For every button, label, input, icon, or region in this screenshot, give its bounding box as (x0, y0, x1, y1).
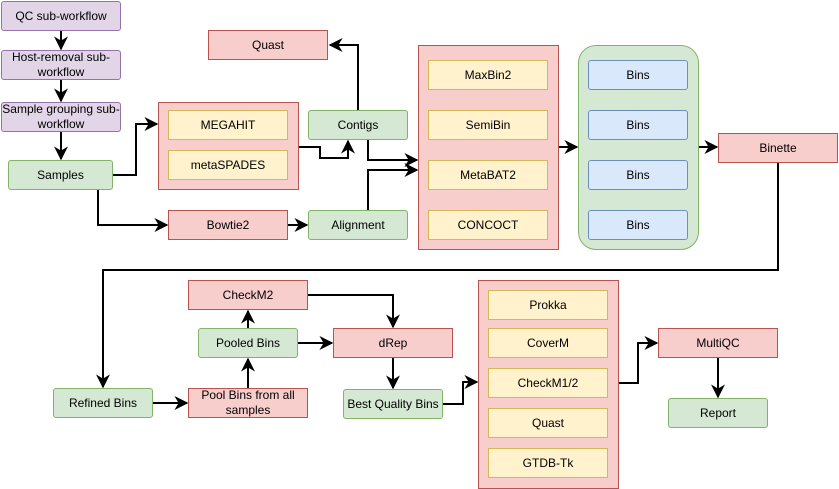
pooled-bins-node: Pooled Bins (198, 328, 298, 358)
best-quality-bins-node: Best Quality Bins (343, 389, 443, 419)
bins-node-3: Bins (588, 160, 688, 190)
gtdbtk-node: GTDB-Tk (488, 448, 608, 478)
checkm2-node: CheckM2 (188, 280, 308, 310)
qc-sub-workflow: QC sub-workflow (1, 1, 121, 31)
drep-node: dRep (333, 328, 453, 358)
semibin-node: SemiBin (428, 110, 548, 140)
bowtie2-node: Bowtie2 (168, 210, 288, 240)
edge-annotation-to-multiqc (619, 336, 659, 384)
checkm1-2-node: CheckM1/2 (488, 368, 608, 398)
metabat2-node: MetaBAT2 (428, 160, 548, 190)
contigs-node: Contigs (308, 110, 408, 140)
quast-top-node: Quast (208, 30, 328, 60)
report-node: Report (668, 398, 768, 428)
edge-binette-to-refined (96, 163, 779, 389)
alignment-node: Alignment (308, 210, 408, 240)
edge-samples-to-bowtie2 (97, 190, 169, 232)
pool-bins-node: Pool Bins from all samples (188, 388, 308, 418)
sample-grouping-sub-workflow: Sample grouping sub-workflow (1, 102, 121, 132)
multiqc-node: MultiQC (658, 328, 778, 358)
bins-node-4: Bins (588, 210, 688, 240)
edge-samples-to-assemblers (113, 117, 159, 176)
quast-bottom-node: Quast (488, 408, 608, 438)
edge-contigs-to-quast (328, 38, 359, 110)
samples-node: Samples (8, 160, 113, 190)
edge-assemblers-to-contigs (299, 139, 355, 159)
megahit-node: MEGAHIT (168, 110, 288, 140)
bins-node-1: Bins (588, 60, 688, 90)
concoct-node: CONCOCT (428, 210, 548, 240)
metaspades-node: metaSPADES (168, 150, 288, 180)
coverm-node: CoverM (488, 328, 608, 358)
host-removal-sub-workflow: Host-removal sub-workflow (1, 50, 121, 80)
edge-bestbins-to-annotation (443, 375, 479, 405)
binette-node: Binette (718, 133, 838, 163)
prokka-node: Prokka (488, 290, 608, 320)
edge-checkm2-to-drep (308, 294, 400, 329)
edge-contigs-to-binners (367, 140, 419, 167)
refined-bins-node: Refined Bins (53, 388, 153, 418)
bins-node-2: Bins (588, 110, 688, 140)
edge-alignment-to-binners (367, 163, 419, 210)
maxbin2-node: MaxBin2 (428, 60, 548, 90)
